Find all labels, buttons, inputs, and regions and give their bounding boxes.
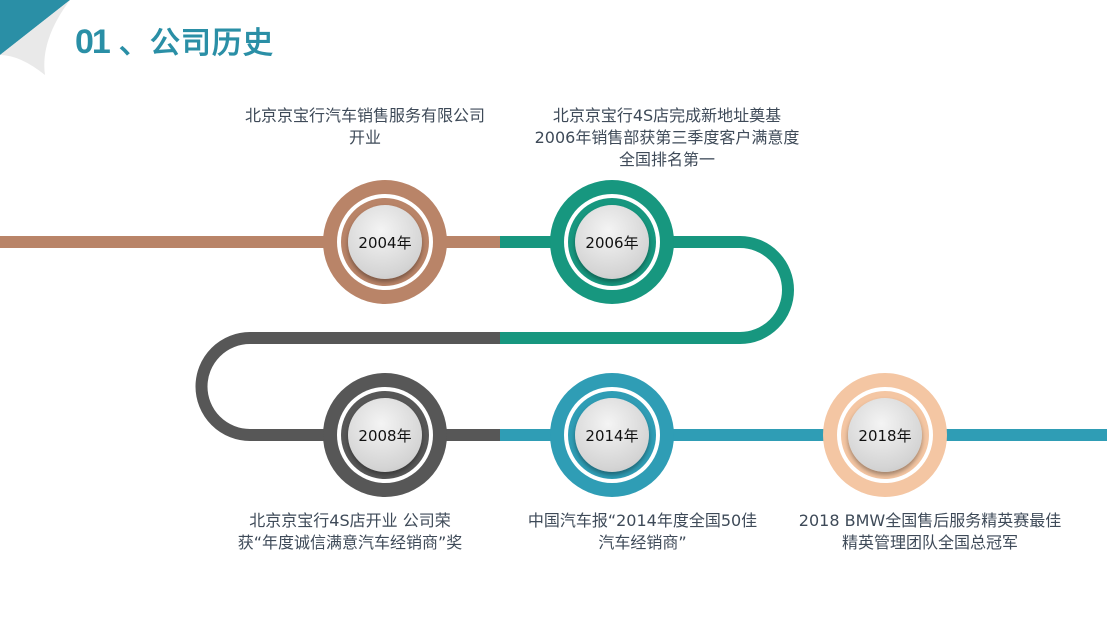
- milestone-description-2008: 北京京宝行4S店开业 公司荣获“年度诚信满意汽车经销商”奖: [237, 511, 463, 552]
- milestone-node-2006: 2006年: [550, 180, 674, 304]
- milestone-node-2018: 2018年: [823, 373, 947, 497]
- milestone-node-2014: 2014年: [550, 373, 674, 497]
- milestone-description-2014: 中国汽车报“2014年度全国50佳汽车经销商”: [527, 511, 758, 552]
- page-curl-decoration: [0, 0, 70, 75]
- track-segment-gray: [195, 332, 500, 441]
- page-title: 01、公司历史: [75, 23, 274, 61]
- milestone-description-2018: 2018 BMW全国售后服务精英赛最佳精英管理团队全国总冠军: [798, 511, 1062, 552]
- milestone-node-2008: 2008年: [323, 373, 447, 497]
- milestone-description-2006: 北京京宝行4S店完成新地址奠基 2006年销售部获第三季度客户满意度全国排名第一: [534, 106, 800, 169]
- milestone-node-2004: 2004年: [323, 180, 447, 304]
- milestone-description-2004: 北京京宝行汽车销售服务有限公司开业: [245, 106, 486, 147]
- track-segment-green: [500, 236, 794, 344]
